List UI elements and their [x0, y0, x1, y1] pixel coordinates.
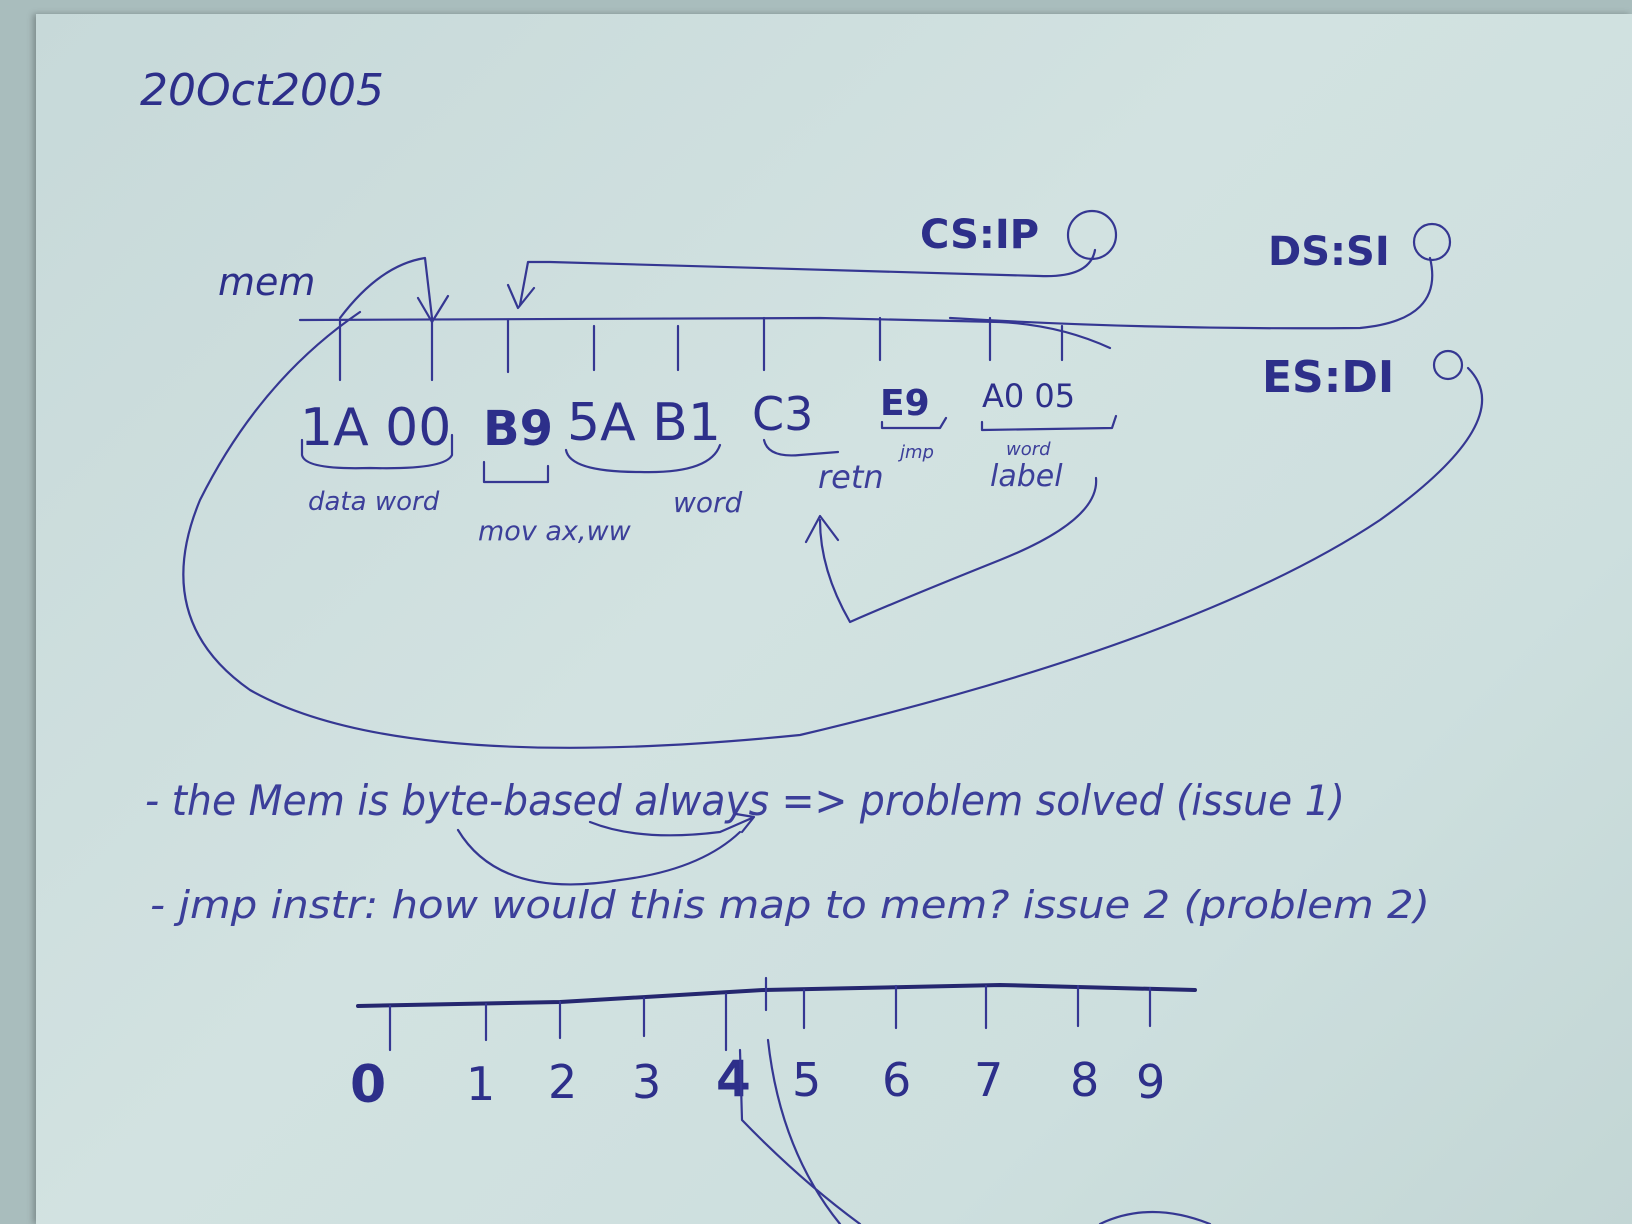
- tick-7: 7: [974, 1053, 1003, 1107]
- es-di-circle: [1432, 349, 1464, 381]
- tick-8: 8: [1070, 1053, 1099, 1107]
- note-arrow-loop: [456, 828, 742, 886]
- bytes-1a00: 1A 00: [300, 398, 451, 458]
- tick-3: 3: [632, 1055, 661, 1109]
- bytes-5ab1: 5A B1: [567, 393, 721, 453]
- bottom-curve: [1098, 1210, 1212, 1224]
- tick-5: 5: [792, 1053, 821, 1107]
- bytes-b9: B9: [483, 401, 553, 457]
- tick-9: 9: [1136, 1055, 1165, 1109]
- es-di-label: ES:DI: [1262, 352, 1394, 403]
- label-label: label: [990, 459, 1063, 494]
- bytes-a005: A0 05: [982, 377, 1075, 415]
- ds-si-label: DS:SI: [1268, 229, 1390, 275]
- mem-label: mem: [218, 260, 315, 304]
- notebook-page: [36, 14, 1632, 1224]
- word-small-label: word: [1006, 439, 1051, 460]
- es-di-loop: [182, 310, 1484, 749]
- label-to-retn-arrow: [804, 476, 1098, 624]
- cs-ip-label: CS:IP: [920, 212, 1039, 258]
- ds-si-circle: [1412, 222, 1452, 262]
- ds-si-pointer-line: [948, 256, 1434, 330]
- bytes-c3: C3: [752, 387, 813, 441]
- memory-line: [298, 316, 1112, 350]
- memory-ticks: [338, 316, 1064, 382]
- mov-ax-label: mov ax,ww: [478, 516, 632, 547]
- tick-6: 6: [882, 1053, 911, 1107]
- ruler-ticks: [388, 976, 1152, 1052]
- tick-1: 1: [466, 1057, 495, 1111]
- tick-0: 0: [350, 1055, 386, 1115]
- retn-label: retn: [818, 458, 884, 496]
- bytes-e9: E9: [880, 383, 930, 424]
- mem-arrow: [338, 256, 450, 324]
- note-line-1: - the Mem is byte-based always => proble…: [145, 776, 1345, 825]
- word-label: word: [673, 486, 743, 519]
- note-arrow-lower: [588, 812, 756, 837]
- tick-4: 4: [716, 1050, 751, 1108]
- cs-ip-circle: [1066, 209, 1118, 261]
- date-heading: 20Oct2005: [140, 65, 384, 116]
- ruler-labels: 0 1 2 3 4 5 6 7 8 9: [350, 1050, 1165, 1115]
- note-line-2: - jmp instr: how would this map to mem? …: [150, 883, 1430, 927]
- byte-braces: [300, 414, 1118, 484]
- tick-2: 2: [548, 1055, 577, 1109]
- cs-ip-pointer-arrow: [506, 248, 1097, 310]
- data-word-label: data word: [308, 487, 440, 517]
- jmp-label: jmp: [897, 442, 934, 463]
- ruler-line: [356, 982, 1197, 1008]
- ruler-descender-lines: [738, 1038, 862, 1224]
